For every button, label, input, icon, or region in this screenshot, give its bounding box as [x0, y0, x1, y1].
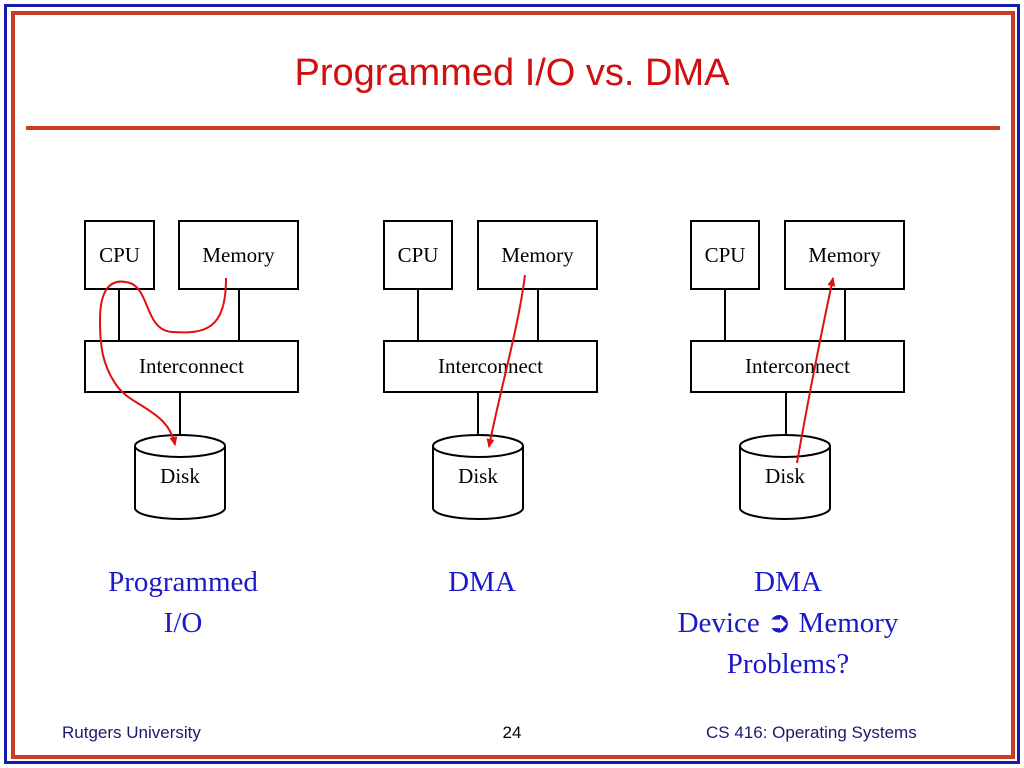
caption-line: Problems? [726, 648, 850, 680]
memory-label: Memory [501, 243, 574, 267]
interconnect-label: Interconnect [745, 354, 850, 378]
caption-dma: DMA [420, 562, 544, 603]
memory-label: Memory [202, 243, 275, 267]
diagram-programmed-io: CPU Memory Interconnect Disk [84, 220, 299, 520]
right-arrow-icon: ➲ [766, 607, 792, 639]
diagram-dma-device-memory: CPU Memory Interconnect Disk [690, 220, 905, 520]
slide-border-outer [4, 4, 1020, 764]
interconnect-label: Interconnect [438, 354, 543, 378]
footer-left: Rutgers University [62, 723, 201, 742]
interconnect-label: Interconnect [139, 354, 244, 378]
interconnect-box [690, 340, 905, 393]
slide-border-inner [11, 11, 1015, 759]
slide-title: Programmed I/O vs. DMA [294, 52, 730, 94]
data-flow-arrow [486, 274, 526, 448]
footer-right: CS 416: Operating Systems [706, 723, 917, 742]
caption-dma-device-memory: DMA Device ➲ Memory Problems? [640, 562, 936, 685]
diagram-dma: CPU Memory Interconnect Disk [383, 220, 598, 520]
caption-line: DMA [754, 566, 822, 598]
cpu-label: CPU [99, 243, 140, 267]
caption-line: Device ➲ Memory [640, 603, 936, 644]
disk-cylinder [432, 434, 524, 520]
page-number: 24 [502, 723, 522, 742]
memory-box [784, 220, 905, 290]
disk-label: Disk [160, 464, 200, 488]
interconnect-box [84, 340, 299, 393]
cpu-label: CPU [398, 243, 439, 267]
cpu-label: CPU [705, 243, 746, 267]
disk-cylinder [134, 434, 226, 520]
caption-line: DMA [448, 566, 516, 598]
interconnect-box [383, 340, 598, 393]
memory-label: Memory [808, 243, 881, 267]
disk-cylinder [739, 434, 831, 520]
caption-line: Programmed [108, 566, 258, 598]
data-flow-arrow [98, 277, 227, 446]
title-divider [26, 126, 1000, 130]
data-flow-arrow [796, 277, 836, 464]
disk-label: Disk [458, 464, 498, 488]
caption-memory: Memory [798, 607, 899, 639]
caption-line: I/O [163, 607, 203, 639]
caption-programmed-io: Programmed I/O [80, 562, 286, 644]
cpu-box [690, 220, 760, 290]
caption-device: Device [677, 607, 760, 639]
disk-label: Disk [765, 464, 805, 488]
